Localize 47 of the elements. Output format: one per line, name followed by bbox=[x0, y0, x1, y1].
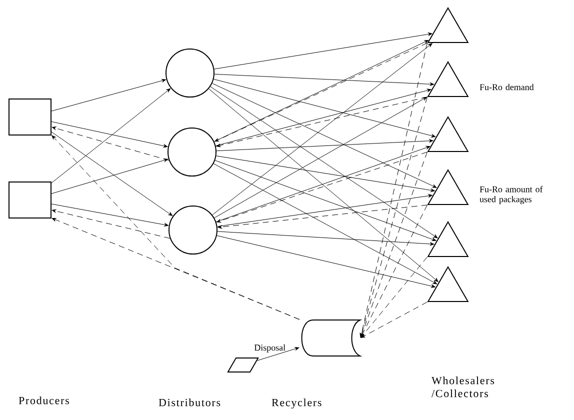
arrow bbox=[360, 42, 428, 338]
arrow bbox=[215, 88, 432, 146]
annotation-text: Fu-Ro amount of used packages bbox=[480, 186, 543, 204]
process-box bbox=[8, 98, 52, 136]
parallelogram bbox=[227, 358, 259, 372]
arrow bbox=[214, 160, 436, 241]
process-box bbox=[8, 182, 52, 218]
edge-label: Disposal bbox=[254, 344, 286, 352]
arrow bbox=[216, 156, 435, 192]
arrow bbox=[208, 88, 438, 282]
arrow bbox=[51, 204, 168, 226]
arrow bbox=[218, 204, 428, 229]
annotation-text: Fu-Ro demand bbox=[480, 84, 534, 90]
arrow bbox=[216, 139, 434, 152]
arrow bbox=[212, 43, 432, 216]
arrow bbox=[213, 163, 438, 284]
arrow bbox=[214, 96, 428, 218]
arrow bbox=[52, 209, 170, 239]
arrow bbox=[217, 231, 434, 246]
arrow bbox=[216, 96, 428, 148]
arrow bbox=[256, 347, 300, 361]
arrow bbox=[214, 32, 432, 70]
arrow bbox=[51, 158, 168, 194]
arrow bbox=[52, 126, 170, 161]
arrow bbox=[52, 218, 300, 320]
column-heading: Distributors bbox=[158, 398, 220, 406]
cylinder bbox=[301, 320, 360, 356]
arrow bbox=[360, 256, 428, 338]
column-heading: Producers bbox=[18, 396, 69, 404]
arrow bbox=[212, 83, 437, 188]
arrow bbox=[360, 96, 428, 338]
circle bbox=[168, 206, 218, 254]
arrow bbox=[216, 235, 436, 288]
column-heading: Wholesalers /Collectors bbox=[432, 376, 494, 398]
arrow bbox=[360, 204, 428, 338]
arrow bbox=[210, 86, 438, 238]
arrow bbox=[360, 302, 428, 338]
column-heading: Recyclers bbox=[272, 398, 322, 408]
arrow bbox=[51, 88, 171, 184]
circle bbox=[166, 48, 214, 98]
arrow bbox=[217, 194, 432, 227]
arrow bbox=[214, 74, 434, 86]
arrow bbox=[51, 79, 166, 112]
arrow bbox=[51, 121, 168, 148]
circle bbox=[168, 128, 216, 176]
arrow bbox=[51, 132, 173, 216]
arrow bbox=[213, 78, 436, 138]
